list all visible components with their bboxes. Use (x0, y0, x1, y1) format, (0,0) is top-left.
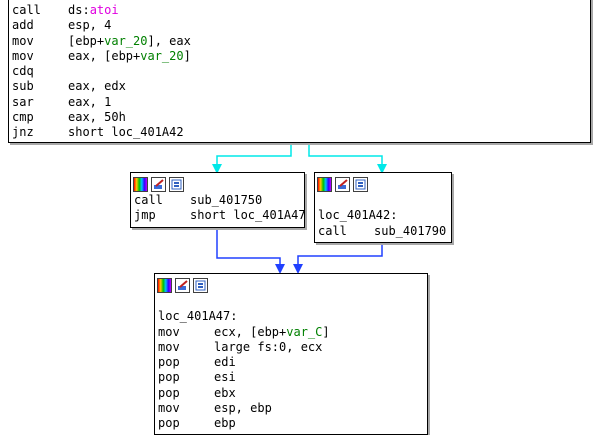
operand[interactable]: ecx, [ebp+ (214, 324, 287, 339)
blank-line[interactable] (155, 294, 427, 309)
mnemonic[interactable]: cdq (12, 64, 34, 79)
imported-function[interactable]: atoi (89, 3, 119, 17)
operand[interactable]: sub_401790 (374, 223, 447, 238)
mnemonic[interactable]: mov (12, 33, 34, 48)
code-label[interactable]: loc_401A42: (318, 208, 398, 223)
instruction-line[interactable]: jnz short loc_401A42 (9, 125, 590, 140)
mnemonic[interactable]: sar (12, 94, 34, 109)
operand[interactable]: sub_401750 (190, 193, 263, 207)
blank-line[interactable] (315, 193, 451, 208)
code-label[interactable]: loc_401A47: (158, 309, 238, 324)
local-variable[interactable]: var_20 (140, 48, 184, 63)
operand[interactable]: short loc_401A47 (190, 208, 306, 223)
mnemonic[interactable]: add (12, 18, 34, 33)
instruction-line[interactable]: add esp, 4 (9, 18, 590, 33)
edge-left-to-bottom-arrow (275, 264, 285, 274)
instruction-line[interactable]: mov [ebp+var_20], eax (9, 34, 590, 49)
set-node-color-icon[interactable] (133, 176, 148, 192)
instruction-line[interactable]: pop edi (155, 355, 427, 370)
operand[interactable]: edi (214, 355, 236, 370)
instruction-line[interactable]: mov eax, [ebp+var_20] (9, 49, 590, 64)
mnemonic[interactable]: pop (158, 385, 180, 400)
mnemonic[interactable]: pop (158, 355, 180, 370)
block-toolbar (315, 173, 451, 193)
edge-top-to-left-arrow (212, 164, 222, 174)
operand[interactable]: ebp (214, 416, 236, 431)
mnemonic[interactable]: pop (158, 416, 180, 431)
rename-node-icon[interactable] (175, 277, 190, 293)
block-toolbar (155, 274, 427, 294)
operand[interactable]: eax, edx (68, 79, 126, 94)
mnemonic[interactable]: cmp (12, 110, 34, 125)
edge-top-to-left (216, 143, 292, 168)
operand[interactable]: esp, ebp (214, 401, 272, 416)
edge-top-to-right-arrow (377, 164, 387, 174)
operand[interactable]: eax, 50h (68, 110, 126, 125)
mnemonic[interactable]: mov (12, 48, 34, 63)
group-nodes-icon[interactable] (169, 176, 184, 192)
operand[interactable]: ds: (68, 3, 90, 17)
mnemonic[interactable]: mov (158, 401, 180, 416)
instruction-line[interactable]: call sub_401750 (131, 193, 304, 208)
operand[interactable]: esi (214, 370, 236, 385)
mnemonic[interactable]: call (134, 193, 163, 207)
rename-node-icon[interactable] (335, 176, 350, 192)
operand[interactable]: [ebp+ (68, 33, 105, 48)
operand[interactable]: ebx (214, 385, 236, 400)
rename-node-icon[interactable] (151, 176, 166, 192)
operand[interactable]: ], eax (147, 33, 191, 48)
code-block-right-lines: loc_401A42:call sub_401790 (315, 193, 451, 239)
instruction-line[interactable]: sar eax, 1 (9, 95, 590, 110)
operand[interactable]: esp, 4 (68, 18, 112, 33)
operand[interactable]: ] (322, 324, 330, 339)
instruction-line[interactable]: jmp short loc_401A47 (131, 208, 306, 223)
instruction-line[interactable]: sub eax, edx (9, 79, 590, 94)
instruction-line[interactable]: mov large fs:0, ecx (155, 340, 427, 355)
instruction-line[interactable]: cmp eax, 50h (9, 110, 590, 125)
operand[interactable]: short loc_401A42 (68, 125, 184, 140)
local-variable[interactable]: var_20 (104, 33, 148, 48)
code-block-right[interactable]: loc_401A42:call sub_401790 (314, 172, 452, 243)
group-nodes-icon[interactable] (353, 176, 368, 192)
mnemonic[interactable]: call (12, 3, 41, 17)
mnemonic[interactable]: mov (158, 324, 180, 339)
mnemonic[interactable]: call (318, 223, 347, 238)
operand[interactable]: eax, [ebp+ (68, 48, 141, 63)
set-node-color-icon[interactable] (317, 176, 332, 192)
instruction-line[interactable]: mov esp, ebp (155, 401, 427, 416)
instruction-line[interactable]: call sub_401790 (315, 224, 451, 239)
instruction-line[interactable]: pop esi (155, 370, 427, 385)
edge-top-to-right (308, 143, 383, 168)
group-nodes-icon[interactable] (193, 277, 208, 293)
edge-left-to-bottom (216, 228, 281, 268)
instruction-line[interactable]: mov ecx, [ebp+var_C] (155, 325, 427, 340)
mnemonic[interactable]: jnz (12, 125, 34, 140)
instruction-line[interactable]: cdq (9, 64, 590, 79)
mnemonic[interactable]: jmp (134, 208, 156, 223)
mnemonic[interactable]: sub (12, 79, 34, 94)
graph-edges (212, 143, 387, 274)
set-node-color-icon[interactable] (157, 277, 172, 293)
edge-right-to-bottom (297, 243, 383, 268)
block-toolbar (131, 173, 304, 193)
mnemonic[interactable]: pop (158, 370, 180, 385)
operand[interactable]: ] (183, 48, 191, 63)
operand[interactable]: eax, 1 (68, 94, 112, 109)
mnemonic[interactable]: mov (158, 339, 180, 354)
operand[interactable]: large fs:0, ecx (214, 339, 323, 354)
instruction-line[interactable]: pop ebx (155, 386, 427, 401)
local-variable[interactable]: var_C (286, 324, 323, 339)
instruction-line[interactable]: pop ebp (155, 416, 427, 431)
instruction-line[interactable]: call ds:atoi (9, 3, 590, 18)
edge-right-to-bottom-arrow (293, 264, 303, 274)
